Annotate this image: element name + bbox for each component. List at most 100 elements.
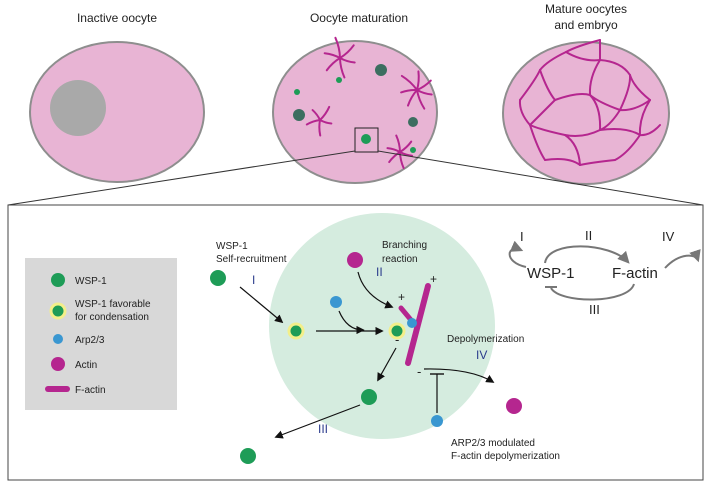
wsp1-condensates <box>293 64 418 153</box>
release-arrow <box>377 347 397 382</box>
actin-filament <box>554 93 591 101</box>
f-actin-branch <box>398 305 414 323</box>
cycle-label-I: I <box>520 229 524 244</box>
cycle-arrow-IV <box>664 248 701 269</box>
zoom-line-right <box>377 150 704 206</box>
self-recruitment-label-1: WSP-1 <box>216 241 248 252</box>
inactive-oocyte-cell <box>29 41 205 183</box>
stage-title-mature-line2: and embryo <box>554 18 618 32</box>
actin-filament <box>599 59 631 76</box>
actin-filament <box>388 151 401 164</box>
actin-filament <box>319 105 331 121</box>
arp23-join-arrow <box>338 310 365 335</box>
legend-actin-icon <box>51 357 65 371</box>
actin-filament <box>544 158 581 166</box>
actin-monomer <box>347 252 363 268</box>
arp23-molecule <box>330 296 342 308</box>
stage-title-mature-line1: Mature oocytes <box>545 2 627 16</box>
cycle-arrow-III <box>550 283 635 301</box>
actin-filament <box>564 134 581 166</box>
actin-released <box>506 398 522 414</box>
cycle-label-III: III <box>589 302 600 317</box>
mature-oocyte-cell <box>502 41 670 185</box>
wsp1-molecule <box>210 270 226 286</box>
actin-filament <box>579 159 616 166</box>
actin-filament <box>399 140 413 153</box>
actin-filament <box>518 99 531 126</box>
wsp1-dissociated <box>240 448 256 464</box>
actin-filament <box>564 129 601 137</box>
actin-filament <box>416 89 426 110</box>
actin-filament <box>399 151 405 169</box>
actin-filament <box>339 57 356 64</box>
branching-label-1: Branching <box>382 240 427 251</box>
roman-II: II <box>376 265 383 279</box>
actin-filament <box>529 124 546 161</box>
actin-filament <box>416 79 432 91</box>
wsp1-droplet <box>361 134 371 144</box>
recruitment-arrow <box>239 286 284 324</box>
legend-wsp1-label: WSP-1 <box>75 276 107 287</box>
arp23-modulator <box>431 415 443 427</box>
cycle-arrow-II <box>544 245 630 264</box>
zoom-line-left <box>7 150 356 206</box>
actin-filament <box>339 57 346 79</box>
actin-filament <box>406 89 418 107</box>
plus-end-1: + <box>398 290 405 304</box>
actin-filament <box>588 59 601 96</box>
oocyte-nucleus <box>50 80 106 136</box>
f-actin-filament <box>405 283 431 366</box>
cycle-label-II: II <box>585 228 592 243</box>
depolymerization-arrow <box>423 368 495 383</box>
actin-filament <box>305 119 321 126</box>
actin-filament <box>565 39 601 53</box>
legend-factin-label: F-actin <box>75 385 106 396</box>
actin-filament <box>614 134 641 161</box>
stage-title-maturation: Oocyte maturation <box>310 11 408 25</box>
wsp1-condensate-droplet <box>269 213 495 439</box>
actin-filament <box>599 128 641 136</box>
actin-filament <box>325 57 341 72</box>
wsp1-released <box>361 389 377 405</box>
maturing-oocyte-cell <box>272 40 438 184</box>
wsp1-droplet <box>294 89 300 95</box>
arp23-modulated-label-2: F-actin depolymerization <box>451 451 560 462</box>
actin-filament <box>334 36 341 59</box>
actin-filament <box>619 99 651 112</box>
depolymerization-label: Depolymerization <box>447 334 524 345</box>
actin-filament <box>529 124 566 136</box>
arp23-modulated-label-1: ARP2/3 modulated <box>451 438 535 449</box>
cycle-wsp1-node: WSP-1 <box>527 265 575 282</box>
branching-label-2: reaction <box>382 254 418 265</box>
cycle-label-IV: IV <box>662 229 675 244</box>
legend-box <box>25 258 177 410</box>
actin-network <box>518 39 661 166</box>
stage-title-inactive: Inactive oocyte <box>77 11 157 25</box>
actin-filament <box>318 119 322 137</box>
branching-arrow <box>357 271 394 309</box>
minus-end-1: - <box>395 332 399 347</box>
condensate <box>375 64 387 76</box>
legend-arp23-label: Arp2/3 <box>75 335 105 346</box>
legend-actin-label: Actin <box>75 360 97 371</box>
wsp1-droplet <box>410 147 416 153</box>
actin-filament <box>638 99 651 136</box>
legend-wsp1-icon <box>51 273 65 287</box>
actin-filament <box>619 74 632 111</box>
arp23-on-filament <box>407 318 417 328</box>
wsp1-droplet <box>336 77 342 83</box>
actin-filament <box>395 134 401 153</box>
actin-filament <box>323 52 341 59</box>
actin-filament <box>416 70 420 91</box>
cycle-factin-node: F-actin <box>612 265 658 282</box>
actin-asters <box>305 36 433 169</box>
actin-filament <box>519 69 541 101</box>
actin-filament <box>539 51 567 71</box>
legend-wsp1-favorable-label-2: for condensation <box>75 312 149 323</box>
roman-III: III <box>318 422 328 436</box>
minus-end-2: - <box>417 364 421 379</box>
actin-filament <box>529 99 556 126</box>
dissociation-arrow <box>274 404 361 439</box>
zoom-box <box>354 127 379 153</box>
wsp1-favorable-molecule <box>287 322 305 340</box>
